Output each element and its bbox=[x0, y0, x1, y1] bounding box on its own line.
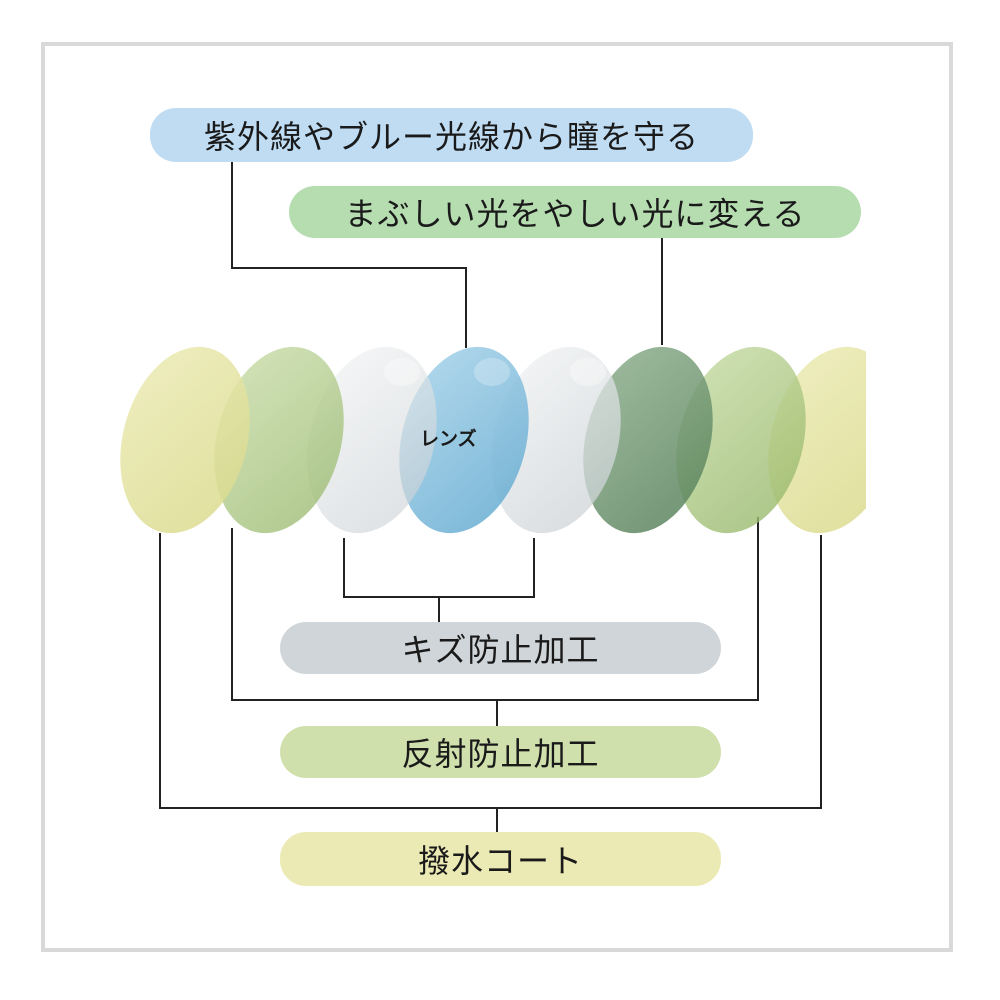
connector-lines bbox=[159, 162, 822, 832]
lens-stack bbox=[120, 346, 866, 534]
lens-layer-water-left bbox=[120, 346, 250, 534]
lens-highlight bbox=[474, 358, 510, 386]
scratch-resistant-label: キズ防止加工 bbox=[280, 622, 721, 674]
uv-protection-label: 紫外線やブルー光線から瞳を守る bbox=[150, 108, 753, 162]
uv-connector bbox=[231, 162, 467, 348]
water-repellent-label: 撥水コート bbox=[280, 832, 721, 886]
diagram-frame bbox=[41, 42, 953, 952]
lens-highlight bbox=[570, 358, 606, 386]
lens-highlight bbox=[384, 358, 420, 386]
glare-reduction-label: まぶしい光をやしい光に変える bbox=[289, 186, 861, 238]
scratch-connector bbox=[343, 538, 535, 598]
anti-reflection-label: 反射防止加工 bbox=[280, 726, 721, 778]
water-connector bbox=[159, 533, 822, 809]
reflect-connector bbox=[231, 517, 759, 701]
lens-label: レンズ bbox=[420, 428, 477, 450]
